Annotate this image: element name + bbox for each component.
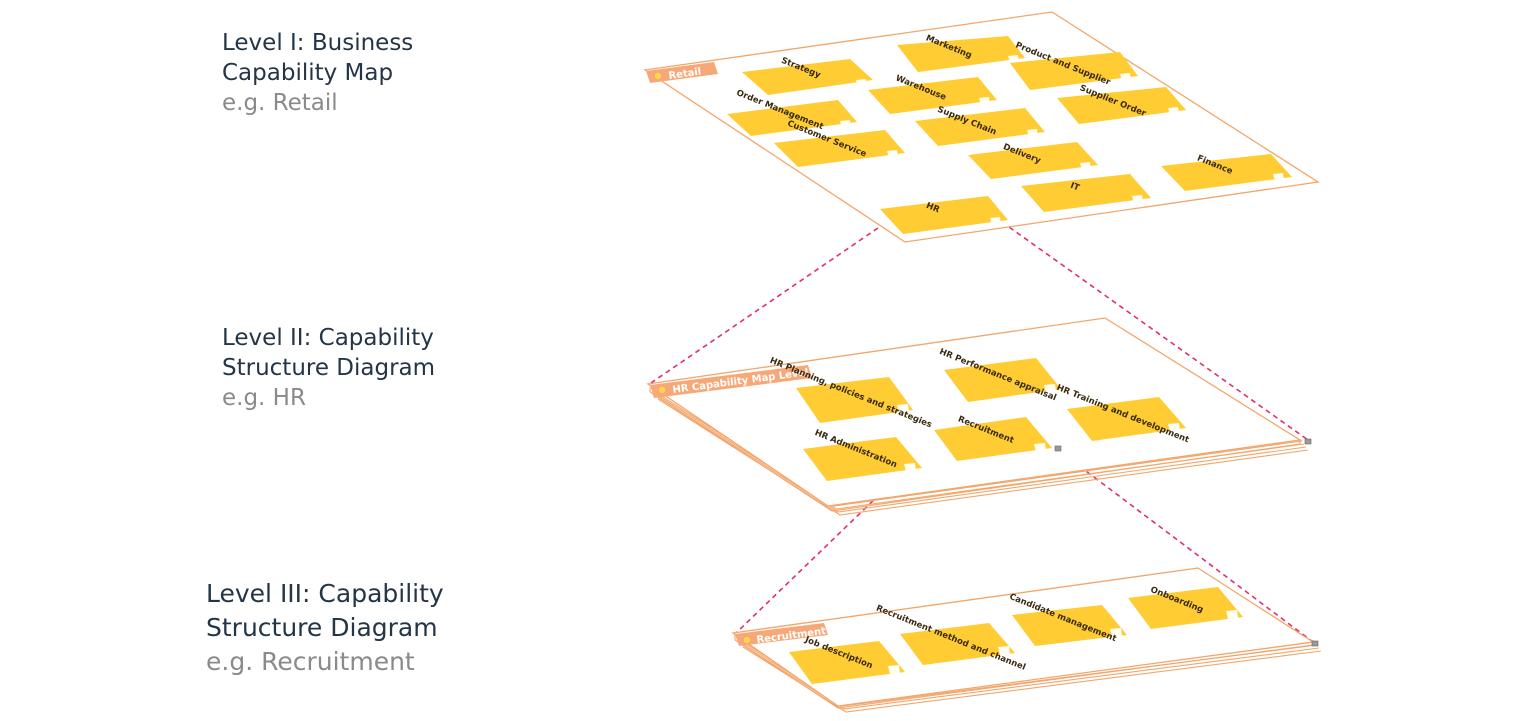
level-1-plane: Retail Strategy Marketing Product and Su… bbox=[643, 11, 1320, 243]
capability-card: IT bbox=[1021, 174, 1151, 212]
level-1-caption: Level I: Business Capability Map e.g. Re… bbox=[222, 28, 413, 118]
level-3-caption: Level III: Capability Structure Diagram … bbox=[206, 577, 444, 679]
level-2-example: e.g. HR bbox=[222, 385, 306, 411]
capability-label: IT bbox=[1069, 181, 1081, 194]
level-2-board bbox=[646, 317, 1302, 507]
level-1-title: Level I: Business Capability Map bbox=[222, 30, 414, 86]
connector-l1-l2-left bbox=[647, 227, 879, 386]
level-3-example: e.g. Recruitment bbox=[206, 647, 415, 676]
level-2-title: Level II: Capability Structure Diagram bbox=[222, 325, 436, 381]
level-1-map-label: Retail bbox=[668, 67, 702, 82]
level-3-resize-handle[interactable] bbox=[1311, 640, 1319, 647]
capability-card: Supply Chain bbox=[915, 105, 1045, 146]
level-1-example: e.g. Retail bbox=[222, 90, 338, 116]
level-2-caption: Level II: Capability Structure Diagram e… bbox=[222, 323, 435, 413]
level-3-title: Level III: Capability Structure Diagram bbox=[206, 579, 444, 642]
level-3-plane: Recruitment Job description Recruitment … bbox=[731, 567, 1322, 713]
level-2-page-stack bbox=[649, 387, 1309, 516]
level-1-label-tag: Retail bbox=[646, 62, 718, 83]
level-2-plane: HR Capability Map Level II HR Planning, … bbox=[646, 317, 1312, 516]
capability-card: Delivery bbox=[968, 142, 1098, 179]
level-2-resize-handle[interactable] bbox=[1304, 438, 1312, 445]
capability-card: Finance bbox=[1161, 154, 1292, 191]
capability-label: HR bbox=[925, 201, 942, 216]
capability-card: HR bbox=[880, 196, 1008, 234]
level-2-card-handle[interactable] bbox=[1054, 445, 1062, 452]
